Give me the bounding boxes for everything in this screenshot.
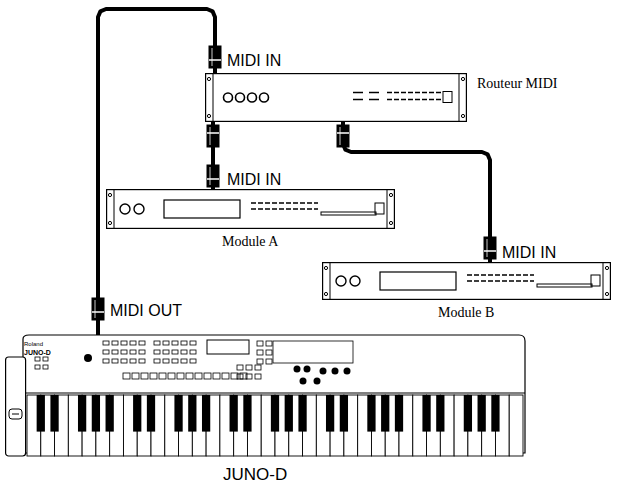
device-name: Module B [438,305,494,320]
midi-router: Routeur MIDI [205,73,467,122]
device-name: JUNO-D [223,466,287,485]
sound-module: Module B [322,262,611,300]
keyboard-synth: JUNO-D [5,335,525,457]
port-label: MIDI IN [227,53,281,69]
device-outline [5,335,525,457]
panel-logo: Roland [24,341,43,347]
sound-module: Module A [106,189,395,229]
port-label: MIDI IN [227,172,281,188]
device-name: Module A [222,234,278,249]
device-outline [205,73,467,122]
midi-cable [98,9,215,335]
port-label: MIDI OUT [110,303,182,319]
device-name: Routeur MIDI [477,76,558,91]
device-outline [322,262,611,300]
port-label: MIDI IN [502,245,556,261]
device-outline [106,189,395,229]
panel-logo: JUNO-D [24,349,51,356]
